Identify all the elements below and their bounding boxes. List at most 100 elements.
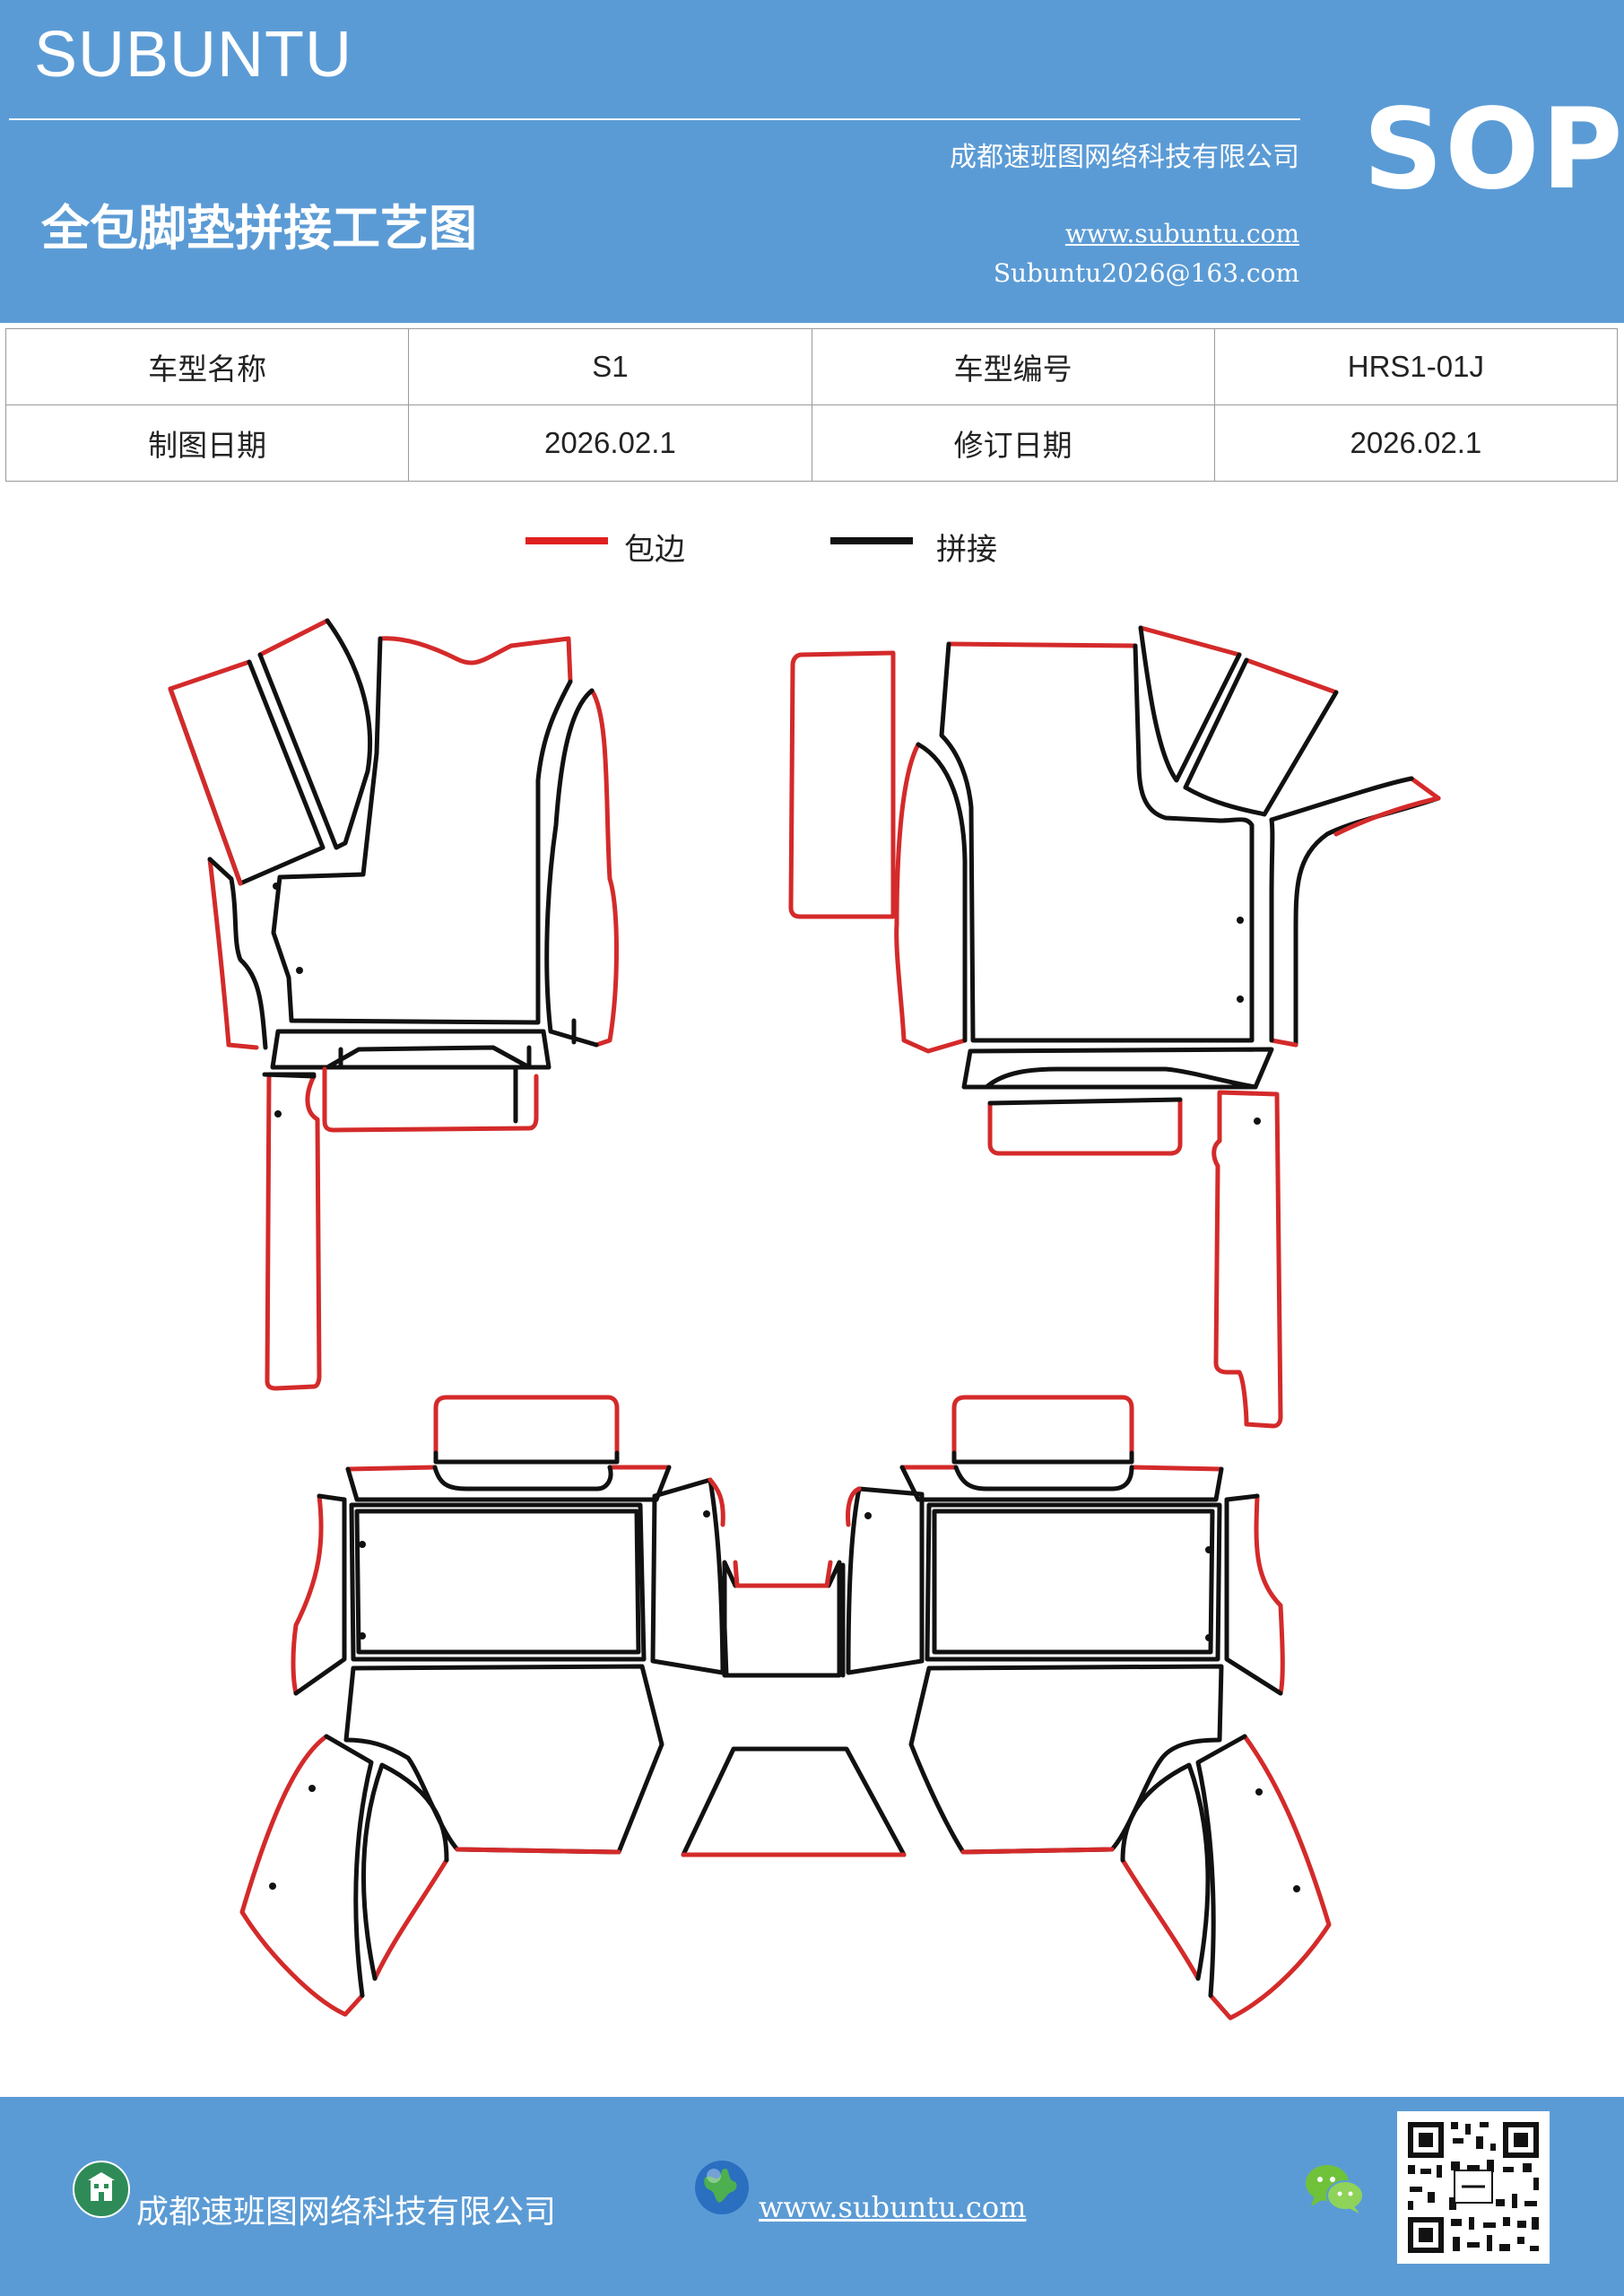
email-address: Subuntu2026@163.com xyxy=(993,258,1299,288)
rear-mat-group xyxy=(239,1395,1332,2021)
mat-piece xyxy=(1254,1493,1285,1696)
mat-piece xyxy=(589,688,619,1048)
mat-piece xyxy=(1138,625,1242,657)
mat-piece xyxy=(207,857,268,1050)
rivet-dot xyxy=(359,1541,366,1548)
table-row: 制图日期 2026.02.1 修订日期 2026.02.1 xyxy=(4,404,1619,482)
mat-piece xyxy=(846,1486,862,1527)
rivet-dot xyxy=(274,1110,282,1118)
model-code-value: HRS1-01J xyxy=(1213,328,1619,405)
mat-piece xyxy=(720,1562,846,1678)
mat-piece xyxy=(650,1477,725,1675)
wechat-icon xyxy=(1306,2165,1364,2213)
mat-piece xyxy=(325,1045,532,1070)
qr-code xyxy=(1397,2111,1550,2264)
mat-piece xyxy=(349,1502,647,1662)
rivet-dot xyxy=(273,883,280,890)
rivet-dot xyxy=(1237,996,1244,1003)
mat-piece xyxy=(239,1734,365,2017)
mat-piece xyxy=(168,659,326,886)
mat-piece xyxy=(168,659,252,691)
page-title: 全包脚垫拼接工艺图 xyxy=(41,199,477,257)
mat-piece xyxy=(343,1664,664,1855)
mat-piece xyxy=(733,1560,833,1588)
model-code-label: 车型编号 xyxy=(811,328,1215,405)
rivet-dot xyxy=(1237,917,1244,924)
rivet-dot xyxy=(1293,1885,1300,1892)
mat-piece xyxy=(1120,1762,1211,1981)
front-left-mat-group xyxy=(168,618,619,1391)
model-name-label: 车型名称 xyxy=(4,328,410,405)
legend-swatch-seam xyxy=(830,537,913,544)
brand-logo: SUBUNTU xyxy=(34,19,353,91)
legend: 包边 拼接 xyxy=(0,525,1624,570)
mat-piece xyxy=(322,1066,539,1133)
mat-piece xyxy=(345,1465,672,1502)
legend-label-edge: 包边 xyxy=(624,532,685,568)
mat-piece xyxy=(1269,1038,1298,1048)
mat-piece xyxy=(257,618,372,850)
mat-piece xyxy=(291,1493,324,1696)
mat-piece xyxy=(378,636,573,684)
mat-piece xyxy=(925,1502,1222,1662)
mat-piece xyxy=(960,1847,1115,1855)
mat-piece xyxy=(360,1762,449,1981)
mat-piece xyxy=(168,686,243,886)
mat-piece xyxy=(1120,1857,1201,1981)
mat-piece xyxy=(338,1018,577,1124)
mat-piece xyxy=(1244,657,1339,695)
mat-piece xyxy=(908,1664,1224,1855)
mat-piece xyxy=(939,641,1255,1043)
rivet-dot xyxy=(1205,1546,1212,1553)
mat-piece xyxy=(916,742,968,1043)
website-link[interactable]: www.subuntu.com xyxy=(1064,219,1299,248)
rivet-dot xyxy=(359,1632,366,1639)
mat-piece xyxy=(987,1097,1183,1156)
mat-piece xyxy=(271,636,573,1025)
mat-piece xyxy=(324,1734,374,1998)
legend-swatch-edge xyxy=(525,537,608,544)
draw-date-label: 制图日期 xyxy=(4,404,410,482)
revise-date-label: 修订日期 xyxy=(811,404,1215,482)
mat-piece xyxy=(788,650,896,919)
rivet-dot xyxy=(703,1510,710,1518)
rivet-dot xyxy=(269,1883,276,1890)
legend-label-seam: 拼接 xyxy=(936,532,997,568)
mat-piece xyxy=(1409,776,1441,801)
mat-piece xyxy=(1211,1090,1283,1429)
footer-website-link[interactable]: www.subuntu.com xyxy=(759,2190,1027,2224)
mat-piece xyxy=(1224,1493,1283,1696)
mat-piece xyxy=(262,1072,317,1079)
mat-piece xyxy=(899,1465,1224,1472)
rivet-dot xyxy=(308,1785,316,1792)
revise-date-value: 2026.02.1 xyxy=(1213,404,1619,482)
sop-badge: SOP xyxy=(1363,85,1624,214)
mat-piece xyxy=(1208,1734,1332,2021)
mat-piece xyxy=(1195,1734,1247,1998)
rivet-dot xyxy=(1255,1788,1263,1796)
company-name: 成都速班图网络科技有限公司 xyxy=(950,142,1299,173)
model-info-table: 车型名称 S1 车型编号 HRS1-01J 制图日期 2026.02.1 修订日… xyxy=(4,328,1619,482)
mat-piece xyxy=(345,1465,672,1472)
mat-piece xyxy=(270,1029,551,1070)
mat-piece xyxy=(846,1486,925,1675)
mat-piece xyxy=(455,1847,621,1855)
mat-piece xyxy=(946,641,1138,648)
mat-piece xyxy=(433,1450,620,1465)
mat-piece xyxy=(265,1072,322,1391)
model-name-value: S1 xyxy=(408,328,812,405)
mat-piece xyxy=(722,1560,842,1678)
mat-piece xyxy=(544,688,599,1048)
mat-piece xyxy=(932,1509,1215,1655)
footer-company-name: 成都速班图网络科技有限公司 xyxy=(136,2194,557,2231)
mat-piece xyxy=(293,1493,347,1696)
mat-piece xyxy=(951,1395,1134,1456)
mat-piece xyxy=(987,1097,1183,1106)
header-banner xyxy=(0,0,1624,323)
mat-piece xyxy=(899,1465,1224,1502)
rivet-dot xyxy=(1254,1118,1261,1125)
rivet-dot xyxy=(1205,1634,1212,1641)
mat-piece xyxy=(951,1450,1134,1465)
mat-piece xyxy=(1138,625,1242,783)
